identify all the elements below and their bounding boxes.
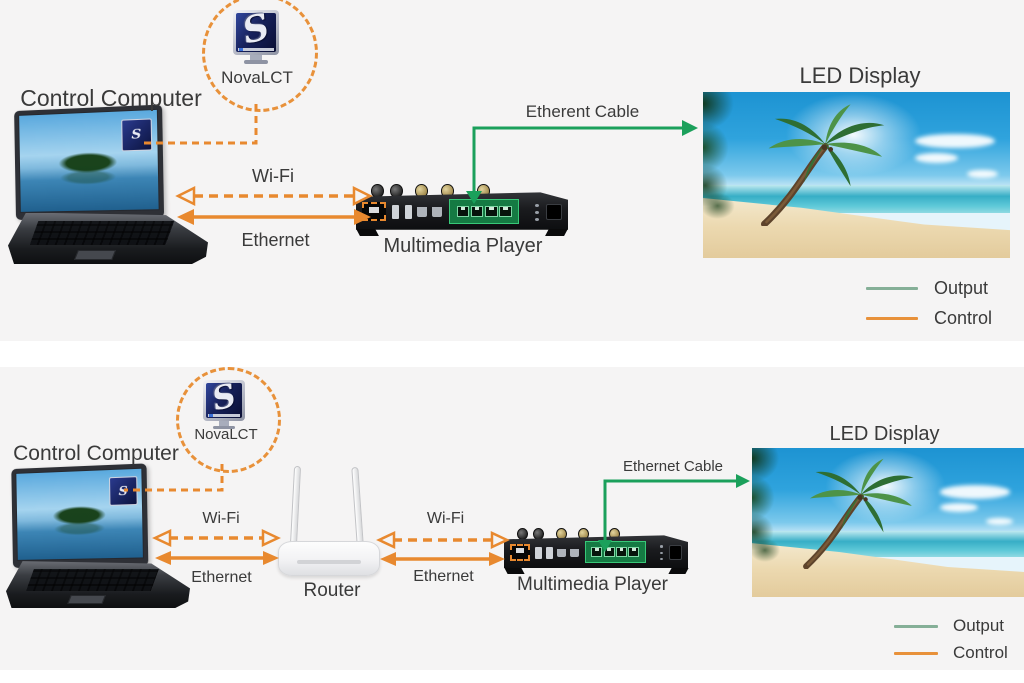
player-front-panel — [356, 192, 568, 229]
wifi-label-pc-router: Wi-Fi — [176, 510, 266, 528]
router-antenna — [351, 467, 363, 545]
monitor-icon: S — [233, 10, 279, 55]
novalct-label: NovaLCT — [178, 426, 274, 443]
led-display-screen — [703, 92, 1010, 258]
control-computer-label: Control Computer — [6, 85, 216, 112]
ethernet-label-router-player: Ethernet — [396, 568, 491, 586]
power-socket — [669, 545, 683, 560]
player-front-panel — [504, 535, 688, 568]
multimedia-player-device — [504, 528, 688, 574]
legend-output-label: Output — [953, 616, 1004, 636]
ethernet-label: Ethernet — [228, 230, 323, 251]
laptop-keyboard-base — [8, 213, 208, 264]
output-line-swatch — [866, 287, 918, 290]
router-antenna — [290, 466, 301, 546]
control-computer-label: Control Computer — [5, 442, 187, 466]
legend-control-row: Control — [894, 643, 1008, 663]
novalct-software-icon: S — [233, 10, 279, 68]
novalct-label: NovaLCT — [204, 68, 310, 88]
laptop-screen: S — [14, 105, 164, 221]
control-line-swatch — [866, 317, 918, 320]
ethernet-label-pc-router: Ethernet — [174, 569, 269, 587]
ethernet-cable-label: Ethernet Cable — [608, 458, 738, 475]
multimedia-player-label: Multimedia Player — [358, 235, 568, 258]
legend-output-label: Output — [934, 278, 988, 299]
palm-tree-icon — [771, 455, 945, 568]
legend: Output Control — [866, 278, 992, 329]
control-computer-laptop: S — [6, 466, 190, 608]
power-socket — [546, 204, 562, 220]
novalct-desktop-icon: S — [109, 476, 137, 506]
palm-tree-icon — [724, 100, 920, 226]
monitor-icon: S — [203, 380, 245, 421]
control-ethernet-port — [510, 544, 530, 561]
router-label: Router — [292, 580, 372, 602]
ethernet-cable-label: Etherent Cable — [500, 102, 665, 122]
wifi-label-router-player: Wi-Fi — [398, 510, 493, 528]
led-display-screen — [752, 448, 1024, 597]
router-body — [278, 541, 380, 576]
output-line-swatch — [894, 625, 938, 628]
legend-output-row: Output — [894, 616, 1008, 636]
legend-output-row: Output — [866, 278, 992, 299]
control-computer-laptop: S — [8, 108, 208, 264]
led-display-label: LED Display — [775, 63, 945, 89]
legend-control-label: Control — [934, 308, 992, 329]
control-ethernet-port — [362, 202, 385, 221]
multimedia-player-label: Multimedia Player — [500, 574, 685, 596]
output-ethernet-ports — [585, 541, 646, 563]
legend-control-label: Control — [953, 643, 1008, 663]
router-device — [278, 464, 378, 576]
island-wallpaper — [44, 500, 115, 541]
control-line-swatch — [894, 652, 938, 655]
laptop-screen: S — [12, 463, 150, 568]
laptop-keyboard-base — [6, 561, 190, 608]
multimedia-player-device — [356, 184, 568, 236]
legend-control-row: Control — [866, 308, 992, 329]
led-display-label: LED Display — [812, 423, 957, 446]
legend: Output Control — [894, 616, 1008, 663]
island-wallpaper — [49, 145, 127, 190]
wifi-label: Wi-Fi — [228, 166, 318, 187]
output-ethernet-ports — [449, 199, 519, 224]
novalct-desktop-icon: S — [121, 118, 152, 151]
